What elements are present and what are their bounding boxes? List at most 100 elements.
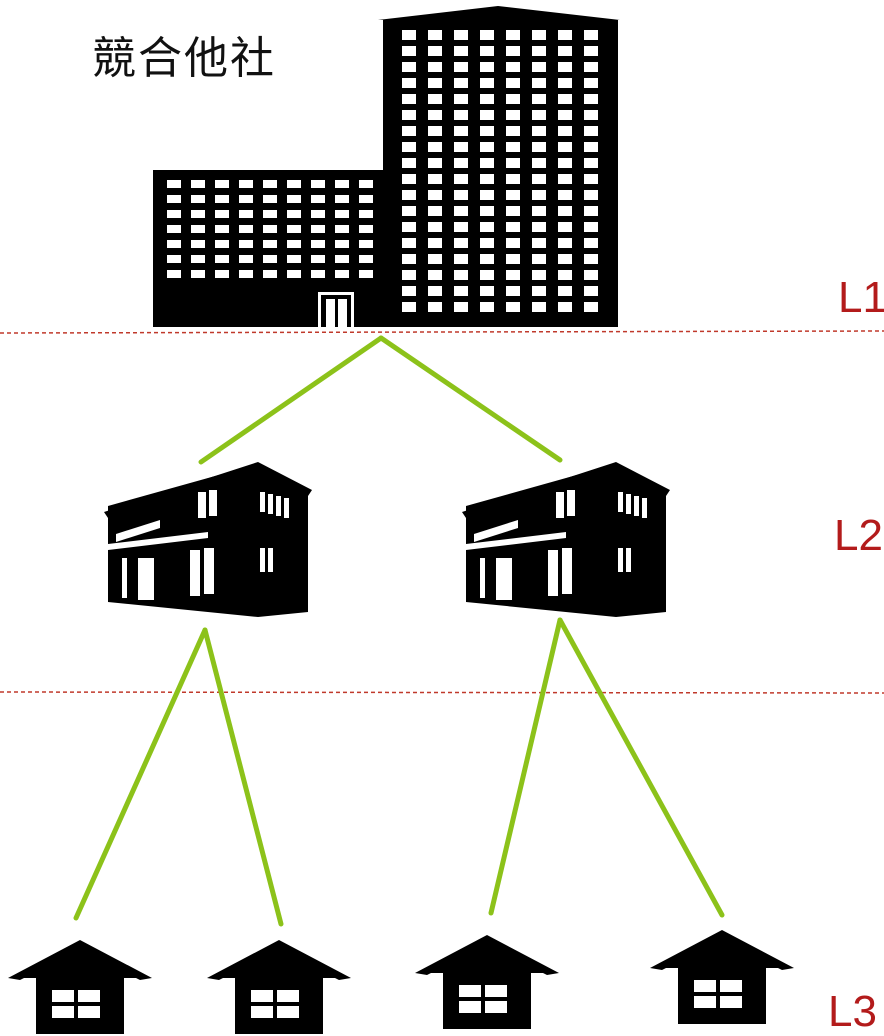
window <box>480 94 494 104</box>
window <box>428 158 442 168</box>
window <box>558 238 572 248</box>
window <box>454 46 468 56</box>
connector-l1-right <box>381 338 560 460</box>
window <box>532 190 546 200</box>
window <box>584 286 598 296</box>
window <box>584 238 598 248</box>
window <box>506 238 520 248</box>
window <box>167 180 181 188</box>
divider-l1-l2 <box>0 331 884 333</box>
window <box>532 78 546 88</box>
window <box>454 142 468 152</box>
window <box>558 174 572 184</box>
window <box>335 180 349 188</box>
window <box>402 286 416 296</box>
window <box>532 222 546 232</box>
window <box>402 238 416 248</box>
window <box>311 255 325 263</box>
window <box>506 78 520 88</box>
window <box>428 110 442 120</box>
window <box>558 142 572 152</box>
window <box>335 255 349 263</box>
window <box>532 206 546 216</box>
window <box>454 190 468 200</box>
window <box>454 126 468 136</box>
window <box>428 94 442 104</box>
window <box>191 270 205 278</box>
window <box>428 46 442 56</box>
window <box>191 210 205 218</box>
window <box>480 78 494 88</box>
window <box>584 254 598 264</box>
window <box>558 30 572 40</box>
window <box>584 222 598 232</box>
level-label-l2: L2 <box>834 514 883 558</box>
window <box>402 94 416 104</box>
window <box>532 174 546 184</box>
window <box>428 62 442 72</box>
window <box>584 126 598 136</box>
window <box>311 195 325 203</box>
window <box>454 270 468 280</box>
two-story-house-icon <box>462 462 670 617</box>
window <box>402 174 416 184</box>
window <box>480 302 494 312</box>
window <box>402 46 416 56</box>
window <box>402 222 416 232</box>
window <box>506 158 520 168</box>
window <box>480 238 494 248</box>
window <box>263 270 277 278</box>
window <box>215 180 229 188</box>
window <box>359 255 373 263</box>
window <box>480 126 494 136</box>
window <box>506 206 520 216</box>
window <box>506 254 520 264</box>
window <box>359 180 373 188</box>
window <box>263 255 277 263</box>
window <box>558 222 572 232</box>
window <box>558 206 572 216</box>
window <box>532 94 546 104</box>
window <box>532 110 546 120</box>
window <box>311 240 325 248</box>
window <box>215 195 229 203</box>
window <box>215 225 229 233</box>
window <box>402 78 416 88</box>
window <box>480 30 494 40</box>
window <box>480 254 494 264</box>
window <box>287 240 301 248</box>
window <box>402 30 416 40</box>
window <box>428 286 442 296</box>
window <box>558 126 572 136</box>
level-label-l1: L1 <box>838 276 884 320</box>
window <box>428 30 442 40</box>
window <box>215 210 229 218</box>
small-house-icon <box>650 930 794 1024</box>
window <box>584 110 598 120</box>
window <box>558 158 572 168</box>
window <box>402 158 416 168</box>
window <box>335 240 349 248</box>
window <box>263 210 277 218</box>
divider-l2-l3 <box>0 692 884 693</box>
window <box>402 206 416 216</box>
window <box>506 142 520 152</box>
window <box>239 255 253 263</box>
window <box>167 210 181 218</box>
window <box>558 270 572 280</box>
window <box>191 225 205 233</box>
window <box>167 255 181 263</box>
window <box>335 210 349 218</box>
window <box>287 210 301 218</box>
window <box>335 195 349 203</box>
two-story-house-icon <box>104 462 312 617</box>
window <box>402 62 416 72</box>
window <box>428 222 442 232</box>
window <box>584 270 598 280</box>
window <box>480 110 494 120</box>
window <box>532 302 546 312</box>
window <box>532 254 546 264</box>
window <box>506 270 520 280</box>
window <box>287 225 301 233</box>
window <box>558 94 572 104</box>
